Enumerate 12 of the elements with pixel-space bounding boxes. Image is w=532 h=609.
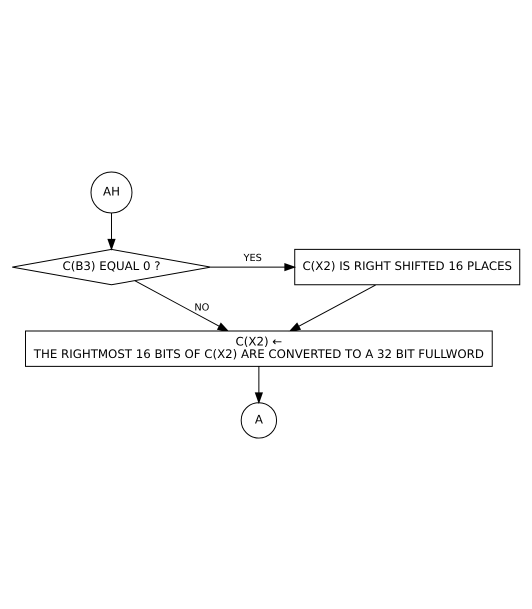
arrow	[134, 280, 230, 332]
edge-label: NO	[194, 302, 210, 313]
arrow	[254, 366, 263, 404]
node-box: C(X2) IS RIGHT SHIFTED 16 PLACES	[294, 248, 520, 285]
edge-label: YES	[244, 252, 262, 264]
node-diamond: C(B3) EQUAL 0 ?	[12, 248, 212, 285]
arrow	[210, 262, 296, 271]
node-circle: AH	[90, 171, 132, 213]
node-circle: A	[240, 402, 278, 438]
arrow	[288, 284, 376, 332]
node-box: C(X2) ← THE RIGHTMOST 16 BITS OF C(X2) ARE CONVERTED TO A 32 BIT FULLWORD	[25, 330, 493, 366]
arrow	[107, 212, 116, 250]
